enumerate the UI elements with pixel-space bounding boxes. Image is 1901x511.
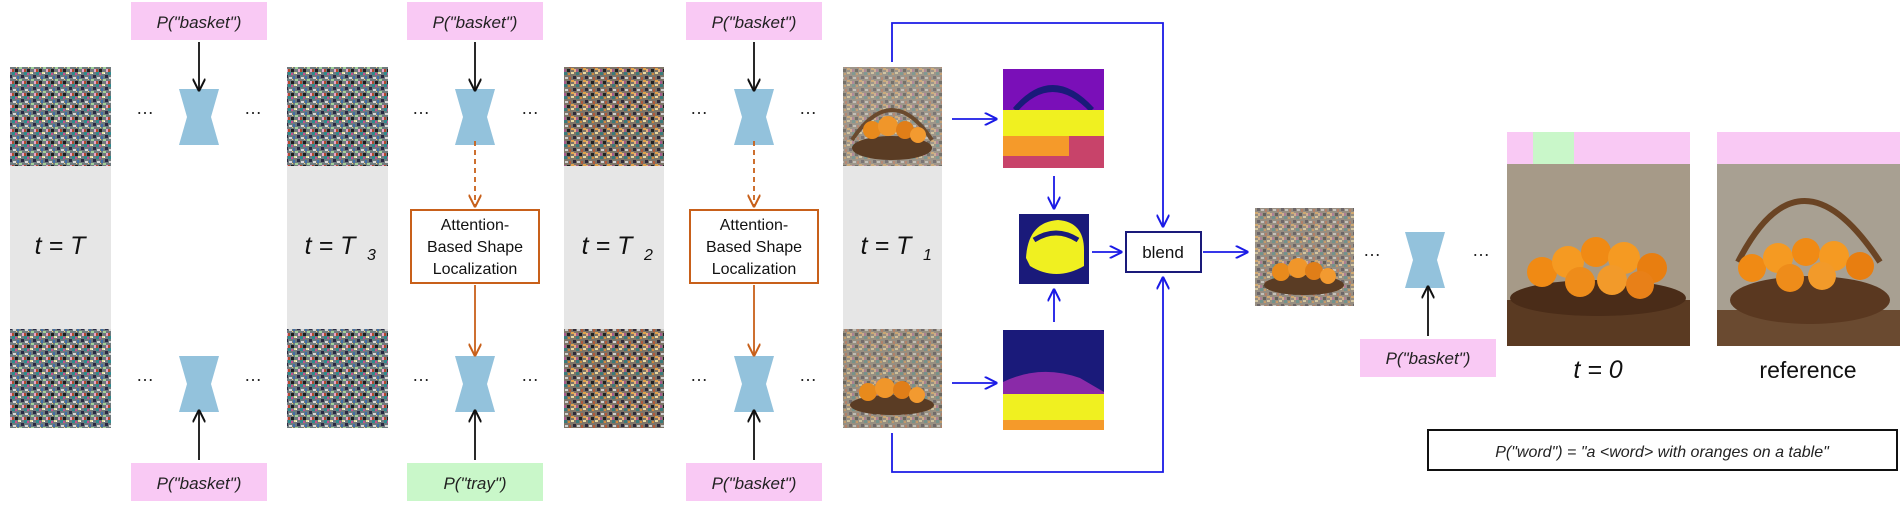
svg-text:P("basket"): P("basket") <box>433 13 518 32</box>
unet-icon <box>179 89 219 145</box>
prompt-bottom-3: P("basket") <box>686 463 822 501</box>
ellipsis: … <box>799 365 817 385</box>
svg-text:P("basket"): P("basket") <box>712 13 797 32</box>
unet-icon <box>455 356 495 412</box>
ellipsis: … <box>136 365 154 385</box>
segmentation-mask-bottom <box>1003 330 1104 430</box>
attention-localization-box-1: Attention- Based Shape Localization <box>410 209 540 284</box>
ellipsis: … <box>244 98 262 118</box>
ellipsis: … <box>690 98 708 118</box>
top-latent-to-blend-arrow <box>891 22 1163 226</box>
prompt-bottom-2: P("tray") <box>407 463 543 501</box>
ellipsis: … <box>412 365 430 385</box>
svg-text:Localization: Localization <box>433 261 518 278</box>
reference-image <box>1717 132 1900 346</box>
svg-text:P("basket"): P("basket") <box>712 474 797 493</box>
final-output-image <box>1507 132 1690 346</box>
timestep-T: t = T <box>35 232 87 260</box>
timestep-T2: t = T <box>582 232 634 260</box>
noise-image-top-T <box>10 67 111 166</box>
noise-image-top-T3 <box>287 67 388 166</box>
noise-image-bottom-T <box>10 329 111 428</box>
ellipsis: … <box>690 365 708 385</box>
ellipsis: … <box>521 365 539 385</box>
attention-localization-box-2: Attention- Based Shape Localization <box>689 209 819 284</box>
ellipsis: … <box>136 98 154 118</box>
blended-latent-image <box>1255 208 1354 306</box>
unet-icon <box>734 89 774 145</box>
svg-text:Attention-: Attention- <box>720 217 788 234</box>
prompt-top-2: P("basket") <box>407 2 543 40</box>
ellipsis: … <box>799 98 817 118</box>
bottom-latent-to-blend-arrow <box>891 278 1163 473</box>
svg-text:P("tray"): P("tray") <box>443 474 506 493</box>
svg-text:Attention-: Attention- <box>441 217 509 234</box>
timestep-T2-sub: 2 <box>643 247 653 264</box>
timestep-T3-sub: 3 <box>367 247 376 264</box>
svg-text:blend: blend <box>1142 243 1184 262</box>
reference-label: reference <box>1759 357 1856 383</box>
unet-icon <box>1405 232 1445 288</box>
prompt-top-1: P("basket") <box>131 2 267 40</box>
svg-text:Localization: Localization <box>712 261 797 278</box>
prompt-legend: P("word") = "a <word> with oranges on a … <box>1427 429 1898 471</box>
noise-image-bottom-T2 <box>564 329 664 428</box>
timestep-T1: t = T <box>861 232 913 260</box>
unet-icon <box>734 356 774 412</box>
ellipsis: … <box>521 98 539 118</box>
unet-icon <box>455 89 495 145</box>
final-timestep-label: t = 0 <box>1573 356 1622 384</box>
svg-text:P("basket"): P("basket") <box>157 13 242 32</box>
time-panel-T1 <box>843 166 942 329</box>
blend-box: blend <box>1125 231 1202 273</box>
time-panel-T2 <box>564 166 664 329</box>
ellipsis: … <box>244 365 262 385</box>
svg-text:Based Shape: Based Shape <box>427 239 523 256</box>
timestep-T3: t = T <box>305 232 357 260</box>
svg-text:P("basket"): P("basket") <box>1386 349 1471 368</box>
timestep-T1-sub: 1 <box>923 247 932 264</box>
svg-text:P("word") = "a <word> with ora: P("word") = "a <word> with oranges on a … <box>1495 444 1830 461</box>
time-panel-T <box>10 166 111 329</box>
noise-image-top-T2 <box>564 67 664 166</box>
basket-image-top-T1 <box>843 67 942 166</box>
prompt-bottom-1: P("basket") <box>131 463 267 501</box>
noise-image-bottom-T3 <box>287 329 388 428</box>
ellipsis: … <box>1363 240 1381 260</box>
basket-image-bottom-T1 <box>843 329 942 428</box>
segmentation-mask-middle <box>1019 214 1089 284</box>
svg-text:Based Shape: Based Shape <box>706 239 802 256</box>
prompt-top-3: P("basket") <box>686 2 822 40</box>
ellipsis: … <box>1472 240 1490 260</box>
ellipsis: … <box>412 98 430 118</box>
time-panel-T3 <box>287 166 388 329</box>
segmentation-mask-top <box>1003 69 1104 168</box>
unet-icon <box>179 356 219 412</box>
prompt-final: P("basket") <box>1360 339 1496 377</box>
svg-text:P("basket"): P("basket") <box>157 474 242 493</box>
